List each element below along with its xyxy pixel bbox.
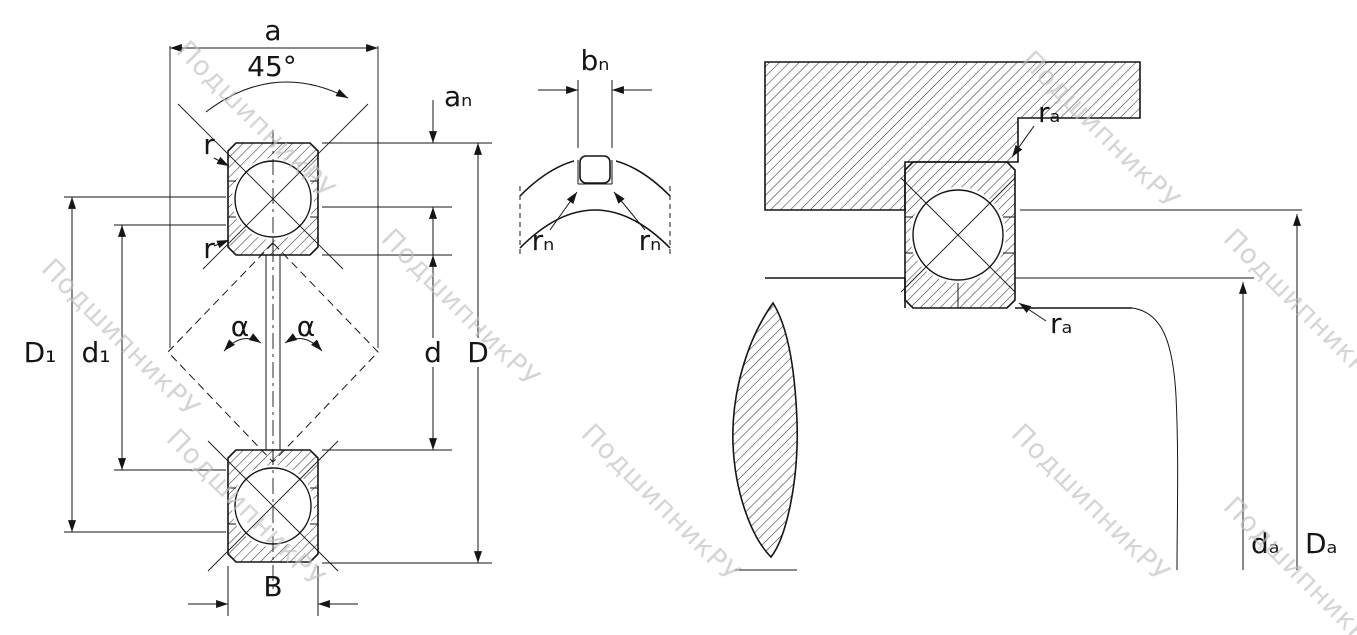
contact-line — [202, 103, 369, 270]
dim-label-d1: d₁ — [82, 336, 111, 369]
contact-line — [177, 103, 344, 270]
angle-arc-45 — [205, 81, 349, 113]
dim-label-D: D — [467, 336, 489, 369]
shaft-broken-out-section — [732, 301, 798, 559]
dim-label-da: dₐ — [1251, 527, 1280, 560]
snap-ring — [579, 155, 611, 184]
dimensions-left — [64, 43, 492, 616]
housing-section — [764, 61, 1141, 211]
dim-label-Da: Dₐ — [1305, 527, 1338, 560]
dim-label-D1: D₁ — [24, 336, 57, 369]
mounting-view — [732, 61, 1302, 571]
dimension-labels: a 45° aₙ r r α α D₁ d₁ d D B bₙ rₙ rₙ rₐ… — [24, 14, 1338, 603]
watermark-text: ПодшипникРУ — [1217, 223, 1357, 394]
angle-label-alpha-left: α — [231, 310, 249, 343]
rn-leader-right — [613, 191, 646, 231]
inner-surface-arc — [519, 209, 671, 249]
alpha-arc-right — [284, 333, 323, 352]
dim-label-B: B — [263, 570, 282, 603]
ra-leader-top — [1011, 125, 1035, 158]
ra-leader-bottom — [1018, 302, 1047, 322]
fillet-label-ra-top: rₐ — [1038, 96, 1060, 129]
r-leader-top — [213, 156, 230, 167]
fillet-label-rn-left: rₙ — [532, 224, 555, 257]
contact-line — [900, 177, 1016, 293]
fillet-label-r-bottom: r — [203, 232, 215, 265]
snap-ring-detail-view — [519, 80, 671, 258]
shaft-outline-curve — [1131, 307, 1179, 571]
angle-label-45: 45° — [247, 50, 297, 83]
dim-label-d: d — [424, 336, 442, 369]
rn-leader-left — [549, 191, 578, 231]
contact-angle-rhombus — [167, 242, 379, 463]
dim-label-a: a — [264, 14, 281, 47]
fillet-label-r-top: r — [203, 128, 215, 161]
watermark-text: ПодшипникРУ — [375, 223, 546, 394]
watermark-text: ПодшипникРУ — [1005, 418, 1176, 589]
watermark-text: ПодшипникРУ — [35, 253, 206, 424]
fillet-label-rn-right: rₙ — [639, 224, 662, 257]
watermark-text: ПодшипникРУ — [575, 418, 746, 589]
angle-label-alpha-right: α — [297, 310, 315, 343]
watermark-text: ПодшипникРУ — [1217, 491, 1357, 635]
alpha-arc-left — [223, 333, 262, 352]
r-leader-bottom — [213, 239, 230, 249]
dim-label-bn: bₙ — [581, 44, 610, 77]
bearing-section-view — [167, 103, 379, 590]
fillet-label-ra-bottom: rₐ — [1050, 307, 1072, 340]
dim-label-an: aₙ — [444, 80, 472, 113]
contact-line — [207, 440, 339, 572]
